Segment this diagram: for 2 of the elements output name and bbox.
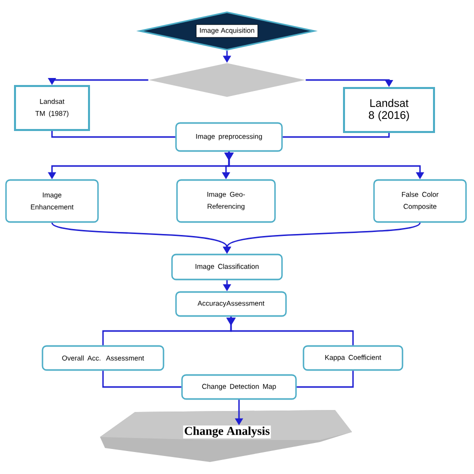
process-box: Landsat 8 (2016) — [343, 87, 435, 133]
diamond — [148, 63, 306, 97]
